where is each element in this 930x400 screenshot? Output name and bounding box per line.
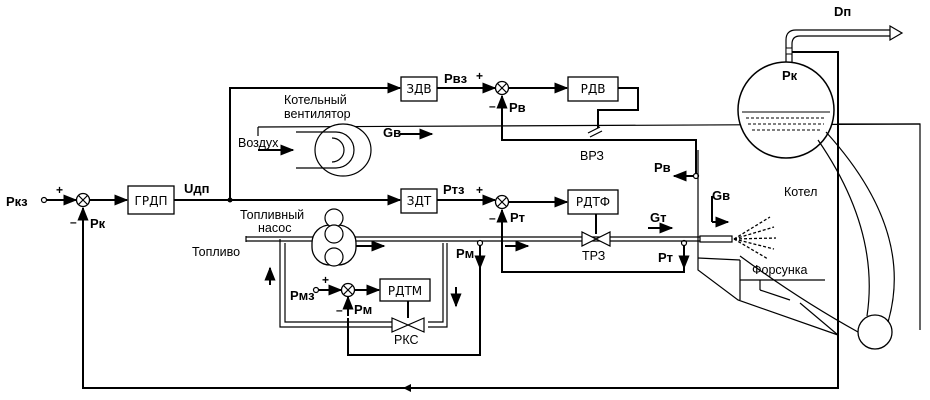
- caption-fan-line2: вентилятор: [284, 107, 351, 121]
- component-captions: Котельный вентилятор Воздух Топливный на…: [192, 93, 817, 347]
- caption-vrz: ВРЗ: [580, 149, 604, 163]
- boiler-fan: [258, 123, 372, 177]
- caption-air: Воздух: [238, 136, 279, 150]
- sign-plus-fuel: +: [476, 183, 483, 197]
- block-rdv: [567, 76, 619, 102]
- caption-fuel: Топливо: [192, 245, 240, 259]
- block-rdtf-label: РДТФ: [576, 195, 610, 209]
- caption-rks: РКС: [394, 333, 419, 347]
- block-rdtm: [379, 278, 431, 302]
- label-gv: Gв: [383, 125, 401, 140]
- boiler: [697, 24, 921, 350]
- sign-minus-oil: –: [336, 303, 343, 317]
- sign-minus-fuel: –: [489, 211, 496, 225]
- sum-junction-fuel: [494, 194, 510, 210]
- oil-pressure-loop: РДТМ: [312, 239, 486, 356]
- label-gt: Gт: [650, 210, 666, 225]
- caption-burner: Форсунка: [752, 263, 808, 277]
- fuel-pipe: [245, 208, 720, 333]
- label-dp: Dп: [834, 4, 851, 19]
- sum-junction-main: [75, 192, 91, 208]
- block-zdv-label: ЗДВ: [406, 82, 431, 96]
- valve-vrz-symbol: [587, 126, 603, 138]
- label-rm-lower: Рм: [354, 302, 372, 317]
- caption-fan-line1: Котельный: [284, 93, 347, 107]
- caption-pump-line1: Топливный: [240, 208, 304, 222]
- label-rt-right: Рт: [658, 250, 673, 265]
- block-zdt-label: ЗДТ: [407, 194, 432, 208]
- block-zdt: [400, 188, 438, 214]
- label-rk-drum: Рк: [782, 68, 798, 83]
- air-loop: ЗДВ РДВ: [229, 76, 921, 200]
- label-rmz: Рмз: [290, 288, 315, 303]
- sign-minus-main: –: [70, 215, 77, 229]
- caption-boiler: Котел: [784, 185, 817, 199]
- sign-minus-air: –: [489, 99, 496, 113]
- signal-labels: Ркз Рк Uдп Рвз Рв Рв Gв Gв Ртз Рт Рт Gт …: [6, 4, 851, 317]
- valve-rks-symbol: [391, 317, 425, 333]
- block-rdtm-label: РДТМ: [388, 284, 422, 298]
- block-rdv-label: РДВ: [581, 82, 606, 96]
- caption-pump-line2: насос: [258, 221, 291, 235]
- burner-spray-icon: [733, 216, 777, 260]
- fuel-pump-symbol: [311, 208, 357, 267]
- label-rt: Рт: [510, 210, 525, 225]
- label-rk-feedback: Рк: [90, 216, 106, 231]
- label-rkz: Ркз: [6, 194, 28, 209]
- sum-junction-air: [494, 80, 510, 96]
- label-rtz: Ртз: [443, 182, 465, 197]
- drum-water-level: [742, 111, 830, 131]
- block-grdp-label: ГРДП: [135, 194, 168, 208]
- label-rv: Рв: [509, 100, 526, 115]
- main-pressure-loop: ГРДП: [40, 51, 839, 392]
- fuel-loop: ЗДТ РДТФ: [400, 188, 690, 273]
- label-gv-vertical: Gв: [712, 188, 730, 203]
- sum-signs: + – + – + – + –: [56, 69, 496, 317]
- sign-plus-air: +: [476, 69, 483, 83]
- label-rv-right: Рв: [654, 160, 671, 175]
- label-udp: Uдп: [184, 181, 210, 196]
- valve-trz-symbol: [581, 231, 611, 247]
- sign-plus-oil: +: [322, 273, 329, 287]
- block-rdtf: [567, 189, 619, 215]
- label-rvz: Рвз: [444, 71, 468, 86]
- label-rm: Рм: [456, 246, 474, 261]
- caption-trz: ТРЗ: [582, 249, 605, 263]
- sign-plus-main: +: [56, 183, 63, 197]
- sum-junction-oil: [340, 282, 356, 298]
